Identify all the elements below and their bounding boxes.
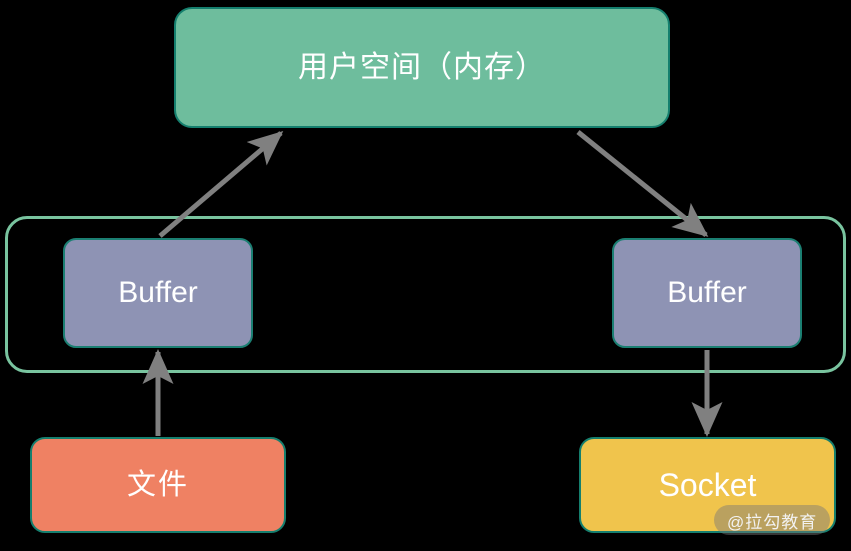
user-space-node: 用户空间（内存） [174, 7, 670, 128]
watermark: @拉勾教育 [714, 505, 831, 535]
file-node: 文件 [30, 437, 286, 533]
buffer-node-right: Buffer [612, 238, 802, 348]
buffer-node-left: Buffer [63, 238, 253, 348]
socket-node: Socket [579, 437, 836, 533]
kernel-space-container [5, 216, 846, 373]
